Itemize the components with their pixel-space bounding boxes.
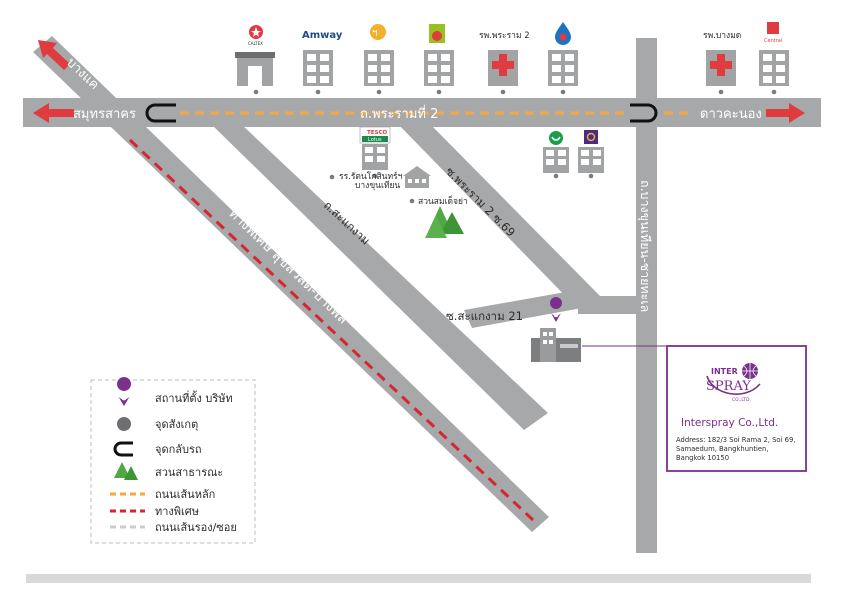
building-icon: [364, 50, 394, 86]
company-card-frame: [666, 345, 807, 472]
building-icon: [543, 147, 569, 173]
u-turn-west-icon: [145, 103, 176, 123]
company-address-line-2: Samaedum, Bangkhuntien,: [676, 445, 769, 453]
legend-label-main-road: ถนนเส้นหลัก: [155, 488, 215, 501]
landmark-dot: [329, 174, 335, 180]
arrow-east-icon: [766, 103, 805, 123]
legend-label-secondary-road: ถนนเส้นรอง/ซอย: [155, 521, 237, 534]
building-icon: [759, 50, 789, 86]
landmark-dot: [560, 89, 566, 95]
company-logo-swoosh: [706, 375, 761, 395]
landmark-school: รร.รัตนโกสินทร์ฯ บางขุนเทียน: [329, 166, 431, 191]
landmark-hospital-bangmot: รพ.บางมด: [703, 31, 741, 95]
legend-label-park: สวนสาธารณะ: [155, 466, 223, 479]
legend-label-landmark: จุดสังเกตุ: [155, 418, 198, 431]
building-icon: [548, 50, 578, 86]
building-icon: [578, 147, 604, 173]
park-label: สวนสมเด็จย่า: [418, 195, 468, 207]
scb-logo-icon: [584, 130, 598, 144]
landmark-dot: [253, 89, 259, 95]
landmark-dot: [409, 198, 415, 204]
landmark-central: Central: [759, 22, 789, 95]
label-dao-khanong: ดาวคะนอง: [700, 107, 762, 122]
landmark-tesco-lotus: TESCO Lotus: [359, 126, 391, 179]
landmark-dot: [718, 89, 724, 95]
tesco-label: TESCO: [367, 130, 388, 136]
location-pin-icon[interactable]: [550, 297, 563, 322]
road-soi-connector: [578, 296, 638, 314]
road-samae-dam: [211, 124, 548, 430]
arrow-northwest-icon: [38, 40, 70, 70]
hospital-icon: [488, 50, 518, 86]
hospital-bangmot-label: รพ.บางมด: [703, 31, 741, 41]
landmark-dot: [500, 89, 506, 95]
label-soi-samae-dam-21: ซ.สะแกงาม 21: [446, 309, 523, 323]
road-network: [23, 36, 821, 553]
bank-logo-icon: [370, 24, 386, 40]
bottom-divider-bar: [26, 574, 811, 583]
label-samut-sakhon: สมุทรสาคร: [73, 107, 136, 122]
company-logo-sub: CO.,LTD.: [732, 397, 751, 403]
svg-text:ฯ: ฯ: [372, 28, 378, 39]
legend-label-u-turn: จุดกลับรถ: [155, 443, 202, 456]
hospital-icon: [706, 50, 736, 86]
landmark-dot: [376, 89, 382, 95]
label-bangkhunthian-chaithale: ถ.บางขุนเทียน-ชายทะเล: [637, 180, 653, 312]
building-icon: [424, 50, 454, 86]
legend-location-pin-icon: [117, 377, 132, 406]
central-label: Central: [764, 38, 782, 44]
landmark-ptt: [548, 22, 578, 95]
landmark-dot: [588, 173, 594, 179]
arrow-west-icon: [33, 103, 74, 123]
school-icon: [403, 166, 431, 176]
road-bangkhae-diagonal: [33, 36, 549, 532]
landmark-dot: [436, 89, 442, 95]
landmark-dot: [372, 173, 378, 179]
company-address-line-3: Bangkok 10150: [676, 454, 729, 462]
company-logo-main: SPRAY: [706, 379, 751, 394]
landmark-amway: Amway: [302, 30, 343, 95]
company-logo-top: INTER: [711, 367, 738, 376]
school-label-line1: รร.รัตนโกสินทร์ฯ: [339, 171, 403, 182]
map-legend: สถานที่ตั้ง บริษัท จุดสังเกตุ จุดกลับรถ …: [90, 377, 256, 544]
landmark-dot: [315, 89, 321, 95]
legend-park-trees-icon: [114, 462, 130, 478]
landmark-bank-gold: ฯ: [364, 24, 394, 95]
landmark-dot: [553, 173, 559, 179]
kasikorn-logo-icon: [549, 131, 563, 145]
building-icon: [303, 50, 333, 86]
road-bangkhunthian-chaithale: [636, 38, 657, 553]
caltex-label: CALTEX: [248, 41, 263, 46]
building-icon: [362, 144, 388, 170]
landmark-park: สวนสมเด็จย่า: [409, 195, 468, 238]
landmark-scb: [578, 130, 604, 179]
legend-label-expressway: ทางพิเศษ: [155, 505, 199, 518]
school-label-line2: บางขุนเทียน: [355, 180, 400, 191]
legend-label-company: สถานที่ตั้ง บริษัท: [155, 390, 233, 405]
expressway-dashes: [128, 138, 535, 522]
central-logo-icon: [767, 22, 779, 34]
company-name: Interspray Co.,Ltd.: [681, 417, 778, 429]
legend-landmark-dot-icon: [117, 417, 131, 431]
road-soi-rama2-69: [398, 124, 601, 308]
label-rama-2: ถ.พระรามที่ 2: [360, 105, 438, 122]
landmark-bigc: [424, 24, 454, 95]
hospital-rama2-label: รพ.พระราม 2: [479, 31, 530, 41]
legend-frame: [90, 379, 256, 544]
company-card: INTER SPRAY CO.,LTD. Interspray Co.,Ltd.…: [666, 345, 807, 472]
company-address-line-1: Address: 182/3 Soi Rama 2, Soi 69,: [676, 436, 795, 444]
landmark-hospital-rama2: รพ.พระราม 2: [479, 31, 530, 95]
landmark-kasikorn: [543, 131, 569, 179]
legend-u-turn-icon: [113, 441, 133, 457]
landmark-dot: [771, 89, 777, 95]
amway-label: Amway: [302, 30, 343, 41]
landmark-caltex: CALTEX: [235, 25, 275, 95]
lotus-label: Lotus: [368, 137, 382, 143]
u-turn-east-icon: [630, 103, 658, 123]
